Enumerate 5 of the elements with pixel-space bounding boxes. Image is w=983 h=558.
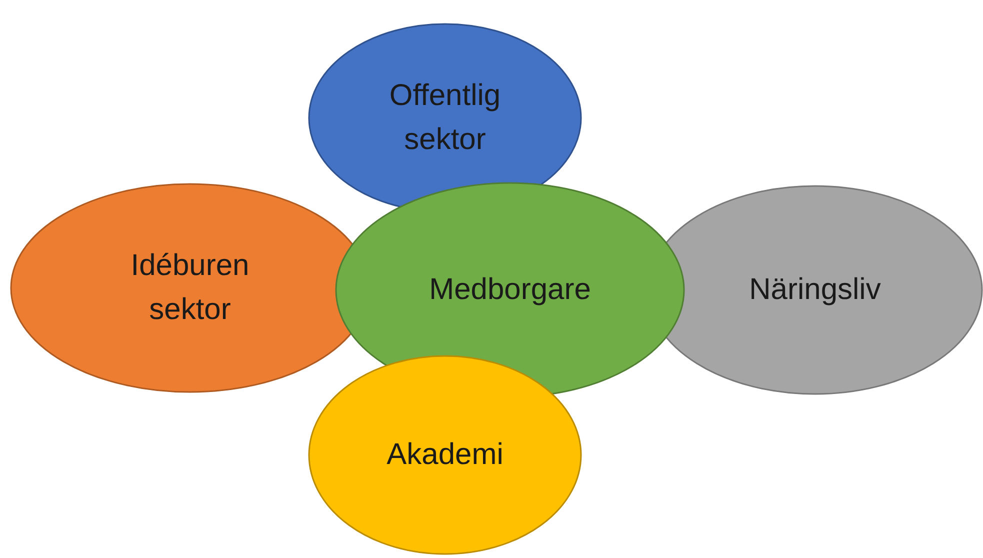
ellipse-label: Näringsliv (748, 272, 882, 308)
ellipse-label: Akademi (386, 437, 504, 473)
ellipse-label: Medborgare (428, 272, 592, 308)
ellipse-label: Idéburen sektor (130, 248, 250, 328)
ellipse-label: Offentlig sektor (388, 78, 502, 158)
